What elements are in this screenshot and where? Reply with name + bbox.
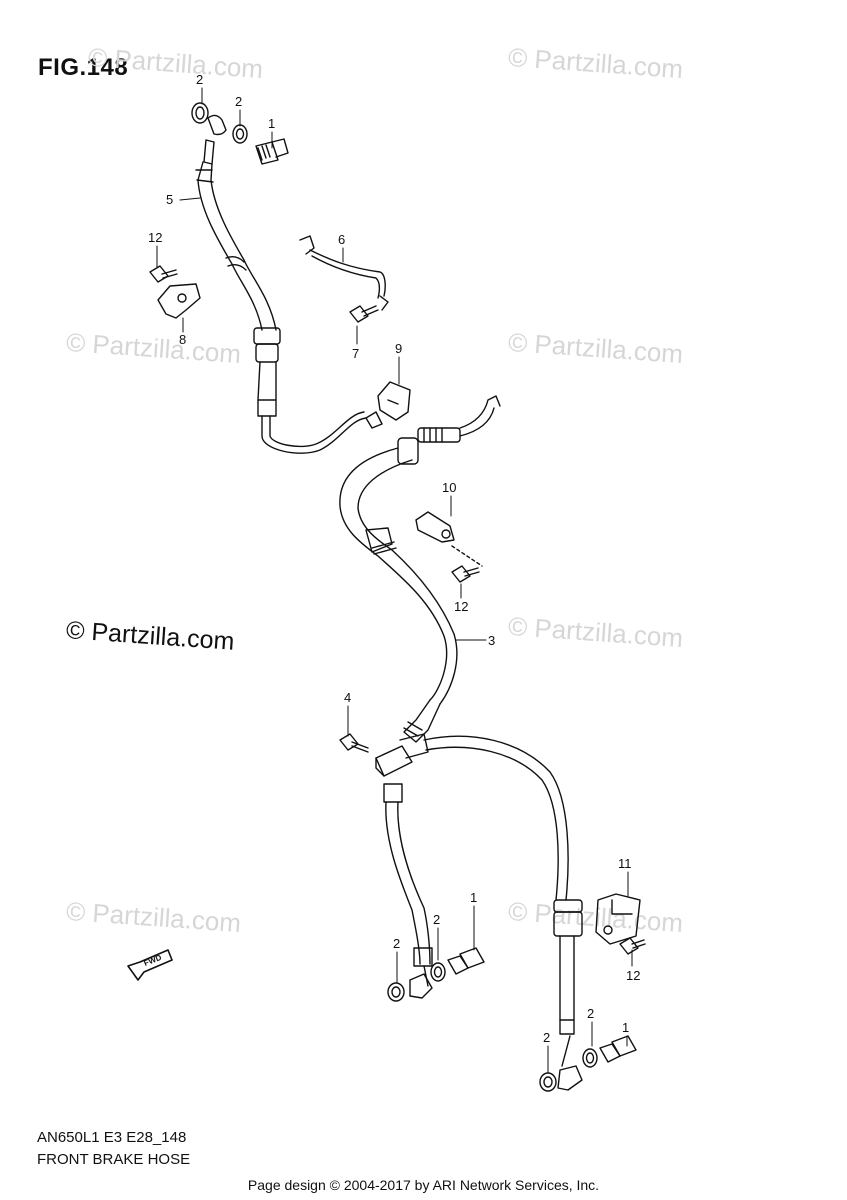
hose-5 — [195, 161, 383, 454]
callout-12: 12 — [626, 968, 640, 983]
fwd-arrow-icon — [127, 949, 173, 981]
bracket-9 — [377, 381, 411, 421]
callout-2: 2 — [433, 912, 440, 927]
lower-right-banjo-assembly — [539, 1035, 637, 1092]
callout-3: 3 — [488, 633, 495, 648]
callout-2: 2 — [196, 72, 203, 87]
callout-2: 2 — [393, 936, 400, 951]
clamp-8 — [157, 283, 201, 319]
clamp-11 — [595, 893, 641, 945]
callout-8: 8 — [179, 332, 186, 347]
hose-right — [423, 735, 583, 1035]
callout-5: 5 — [166, 192, 173, 207]
lower-left-banjo-assembly — [387, 947, 485, 1002]
callout-6: 6 — [338, 232, 345, 247]
bolt-12-mid — [451, 565, 480, 583]
callout-10: 10 — [442, 480, 456, 495]
clamp-10 — [415, 511, 483, 567]
hose-3 — [339, 437, 458, 743]
callout-7: 7 — [352, 346, 359, 361]
callout-2: 2 — [235, 94, 242, 109]
callout-1: 1 — [470, 890, 477, 905]
page-credit: Page design © 2004-2017 by ARI Network S… — [247, 1177, 600, 1193]
callout-1: 1 — [268, 116, 275, 131]
pipe-6 — [299, 235, 389, 311]
diagram-name: FRONT BRAKE HOSE — [37, 1151, 191, 1168]
callout-12: 12 — [148, 230, 162, 245]
callout-1: 1 — [622, 1020, 629, 1035]
callout-4: 4 — [344, 690, 351, 705]
callout-12: 12 — [454, 599, 468, 614]
hose-left — [383, 783, 433, 967]
bolt-12-lower — [619, 937, 646, 955]
bolt-7 — [349, 305, 379, 323]
pipe-to-hose-3 — [417, 395, 501, 443]
upper-banjo-assembly — [191, 102, 289, 165]
callout-11: 11 — [618, 856, 632, 871]
callout-2: 2 — [587, 1006, 594, 1021]
model-code: AN650L1 E3 E28_148 — [37, 1129, 187, 1146]
leader-lines — [156, 87, 633, 1073]
junction-block — [375, 733, 429, 777]
figure-title: FIG.148 — [38, 54, 129, 81]
callout-2: 2 — [543, 1030, 550, 1045]
callout-9: 9 — [395, 341, 402, 356]
bolt-12-upper — [149, 265, 178, 283]
bolt-4 — [339, 733, 369, 753]
